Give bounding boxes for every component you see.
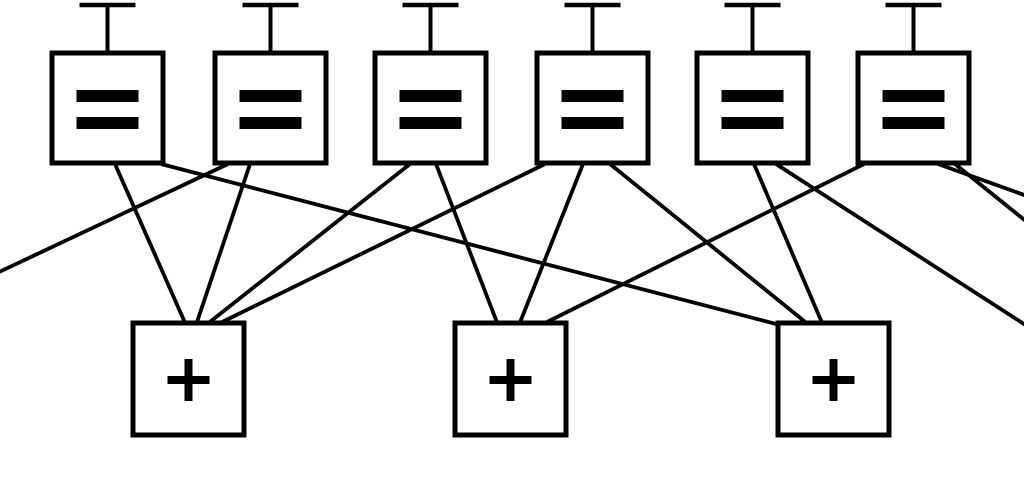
edge-eq2-plus1 (194, 163, 252, 326)
equals-bar-top (882, 90, 945, 102)
equals-icon (561, 90, 624, 129)
equality-node-box (694, 50, 811, 166)
equals-bar-bottom (882, 117, 945, 129)
equals-bar-top (239, 90, 302, 102)
equality-node-2 (212, 2, 329, 166)
equals-icon (239, 90, 302, 129)
edge-eq2-off-left (0, 162, 229, 274)
edge-eq6-plus2 (540, 162, 865, 327)
equality-node-3 (372, 2, 489, 166)
equality-node-box (212, 50, 329, 166)
equality-node-5 (694, 2, 811, 166)
equals-bar-top (721, 90, 784, 102)
equals-icon (76, 90, 139, 129)
equals-bar-bottom (399, 117, 462, 129)
plus-bar-vertical (184, 359, 193, 401)
edge-eq4-plus1 (215, 162, 546, 327)
equals-bar-top (76, 90, 139, 102)
equals-bar-bottom (239, 117, 302, 129)
plus-bar-vertical (829, 359, 838, 401)
edge-eq1-plus3 (160, 162, 781, 327)
equals-bar-top (561, 90, 624, 102)
check-node-1 (130, 320, 247, 438)
equality-node-box (855, 50, 972, 166)
equality-node-box (49, 50, 166, 166)
equality-node-1 (49, 2, 166, 166)
equality-node-6 (855, 2, 972, 166)
edge-eq3-plus2 (434, 163, 500, 326)
edge-eq3-plus1 (204, 162, 412, 327)
equals-icon (721, 90, 784, 129)
edge-eq4-plus3 (608, 162, 811, 327)
edge-eq6-off-right (937, 162, 1024, 197)
equals-bar-bottom (561, 117, 624, 129)
edge-eq6-off-right (953, 162, 1024, 223)
equals-bar-bottom (721, 117, 784, 129)
equality-node-box (534, 50, 651, 166)
plus-icon (812, 359, 855, 401)
edge-eq5-off-right (774, 162, 1024, 327)
plus-icon (489, 359, 532, 401)
equals-bar-top (399, 90, 462, 102)
equals-icon (399, 90, 462, 129)
edge-eq4-plus2 (517, 163, 585, 326)
check-node-3 (775, 320, 892, 438)
check-node-2 (452, 320, 569, 438)
plus-bar-vertical (506, 359, 515, 401)
equals-bar-bottom (76, 117, 139, 129)
plus-icon (167, 359, 210, 401)
equality-node-4 (534, 2, 651, 166)
edge-eq1-plus1 (113, 163, 188, 326)
equality-node-box (372, 50, 489, 166)
equals-icon (882, 90, 945, 129)
edge-eq5-plus3 (752, 163, 825, 326)
